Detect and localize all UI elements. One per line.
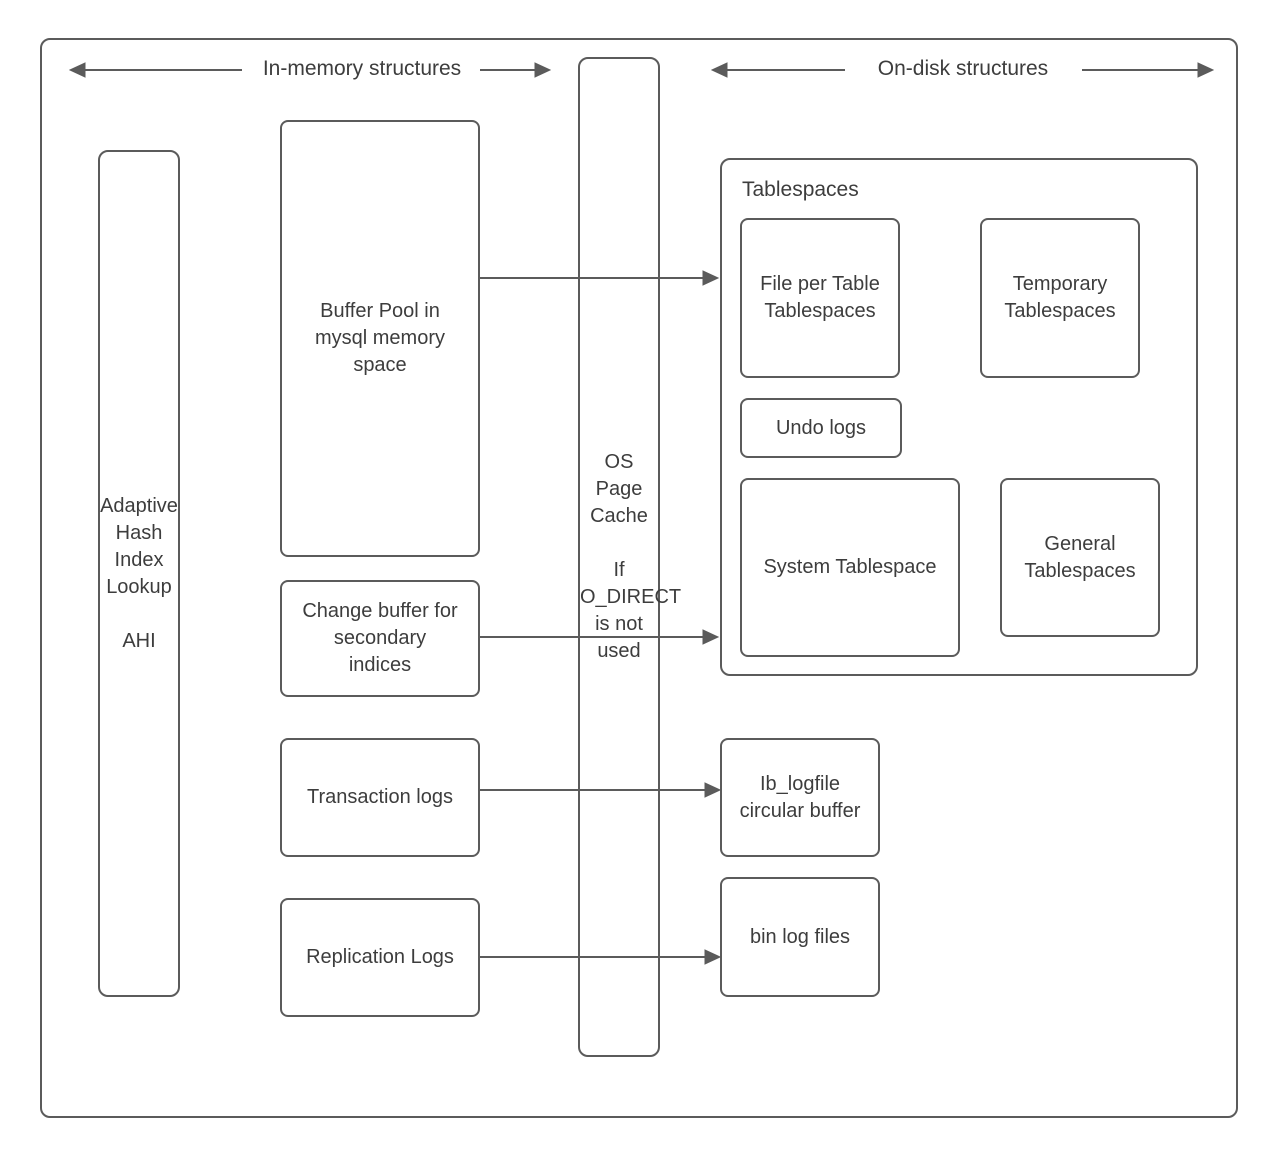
ib-logfile-label: Ib_logfile circular buffer (739, 772, 861, 822)
general-tablespaces-label: General Tablespaces (1024, 532, 1136, 582)
tablespaces-group-title: Tablespaces (742, 178, 859, 201)
change-buffer-label: Change buffer for secondary indices (302, 600, 458, 676)
file-per-table-tablespaces-label: File per Table Tablespaces (760, 273, 880, 322)
undo-logs-node: Undo logs (740, 398, 902, 458)
buffer-pool-label: Buffer Pool in mysql memory space (314, 300, 445, 376)
adaptive-hash-index-label: Adaptive Hash Index Lookup AHI (100, 494, 178, 652)
bin-log-files-node: bin log files (720, 877, 880, 997)
transaction-logs-label: Transaction logs (307, 786, 453, 808)
os-page-cache-node: OS Page Cache If O_DIRECT is not used (578, 57, 682, 1057)
undo-logs-label: Undo logs (775, 416, 867, 439)
replication-logs-label: Replication Logs (306, 946, 454, 968)
system-tablespace-label: System Tablespace (763, 556, 937, 578)
ib-logfile-node: Ib_logfile circular buffer (720, 738, 880, 857)
transaction-logs-node: Transaction logs (280, 738, 480, 857)
bin-log-files-label: bin log files (749, 925, 851, 948)
temporary-tablespaces-node: Temporary Tablespaces (980, 218, 1140, 378)
general-tablespaces-node: General Tablespaces (1000, 478, 1160, 637)
buffer-pool-node: Buffer Pool in mysql memory space (280, 120, 480, 557)
adaptive-hash-index-node: Adaptive Hash Index Lookup AHI (98, 150, 180, 997)
temporary-tablespaces-label: Temporary Tablespaces (1004, 273, 1116, 322)
on-disk-structures-label: On-disk structures (877, 57, 1049, 80)
in-memory-structures-label: In-memory structures (262, 57, 462, 80)
system-tablespace-node: System Tablespace (740, 478, 960, 657)
replication-logs-node: Replication Logs (280, 898, 480, 1017)
file-per-table-tablespaces-node: File per Table Tablespaces (740, 218, 900, 378)
os-page-cache-label: OS Page Cache If O_DIRECT is not used (580, 451, 682, 662)
change-buffer-node: Change buffer for secondary indices (280, 580, 480, 697)
